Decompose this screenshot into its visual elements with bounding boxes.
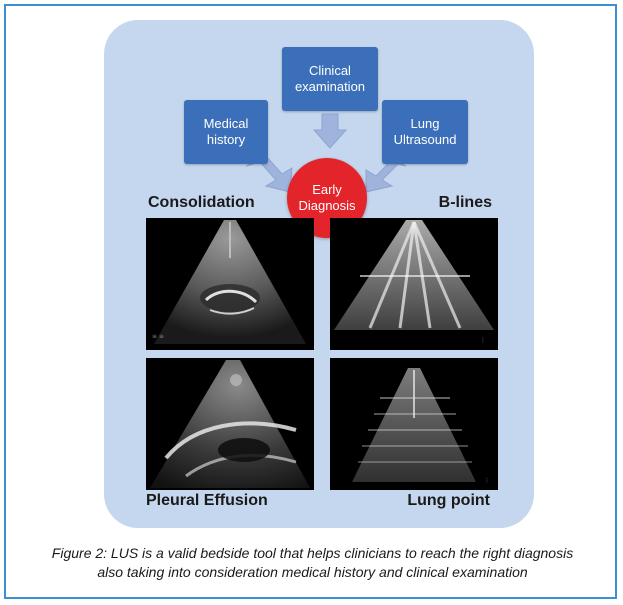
lung-point-label: Lung point: [407, 492, 490, 509]
consolidation-ultrasound-image: ≡ ≡: [146, 218, 314, 350]
pleural-effusion-ultrasound-image: [146, 358, 314, 490]
arrow-from-clinical-examination: [312, 113, 348, 149]
figure-caption: Figure 2: LUS is a valid bedside tool th…: [18, 544, 607, 582]
b-lines-ultrasound-image: ⋮: [330, 218, 498, 350]
consolidation-label: Consolidation: [148, 194, 255, 211]
arrow-from-lung-ultrasound: [365, 159, 407, 193]
svg-text:≡ ≡: ≡ ≡: [152, 333, 164, 340]
pleural-effusion-label: Pleural Effusion: [146, 492, 268, 509]
diagram-panel: Medical history Clinical examination Lun…: [104, 20, 534, 528]
caption-line-2: also taking into consideration medical h…: [97, 564, 528, 580]
svg-text:⋮: ⋮: [480, 337, 486, 344]
lung-ultrasound-box: Lung Ultrasound: [382, 100, 468, 164]
clinical-examination-box: Clinical examination: [282, 47, 378, 111]
caption-line-1: Figure 2: LUS is a valid bedside tool th…: [51, 545, 574, 561]
svg-text:⋮: ⋮: [484, 477, 490, 484]
lung-point-ultrasound-image: ⋮: [330, 358, 498, 490]
figure-frame: Medical history Clinical examination Lun…: [4, 4, 617, 599]
medical-history-box: Medical history: [184, 100, 268, 164]
b-lines-label: B-lines: [438, 194, 492, 211]
